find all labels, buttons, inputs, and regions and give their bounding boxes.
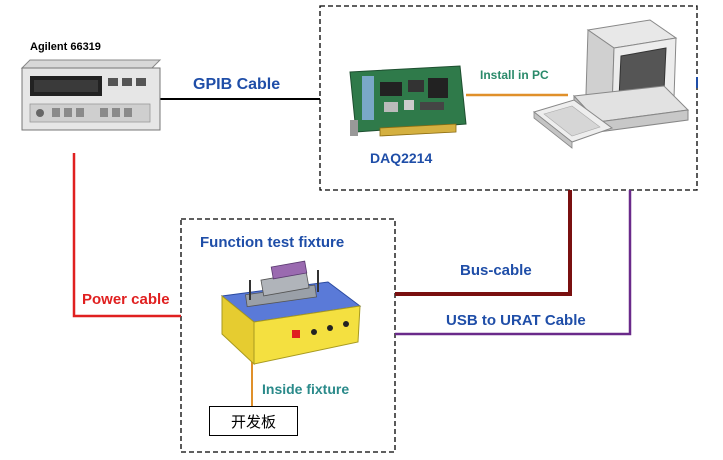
usb-cable — [395, 190, 632, 336]
inside-fixture-label: Inside fixture — [262, 381, 350, 397]
gpib-cable-label: GPIB Cable — [193, 76, 281, 93]
pc-icon — [532, 19, 690, 149]
daq-label: DAQ2214 — [370, 150, 433, 166]
usb-cable-label: USB to URAT Cable — [446, 312, 586, 329]
test-fixture-icon — [220, 260, 362, 366]
pc-group-box — [319, 5, 698, 191]
daq-card-icon — [349, 65, 467, 137]
fixture-title: Function test fixture — [200, 234, 345, 251]
fixture-group-box — [180, 218, 396, 453]
dev-board-box: 开发板 — [209, 406, 298, 436]
power-supply-icon — [20, 59, 162, 131]
install-in-pc-label: Install in PC — [480, 68, 549, 82]
power-cable — [72, 153, 181, 318]
bus-cable — [395, 190, 572, 296]
power-cable-label: Power cable — [82, 291, 170, 308]
bus-cable-label: Bus-cable — [460, 262, 532, 279]
agilent-label: Agilent 66319 — [30, 41, 101, 53]
